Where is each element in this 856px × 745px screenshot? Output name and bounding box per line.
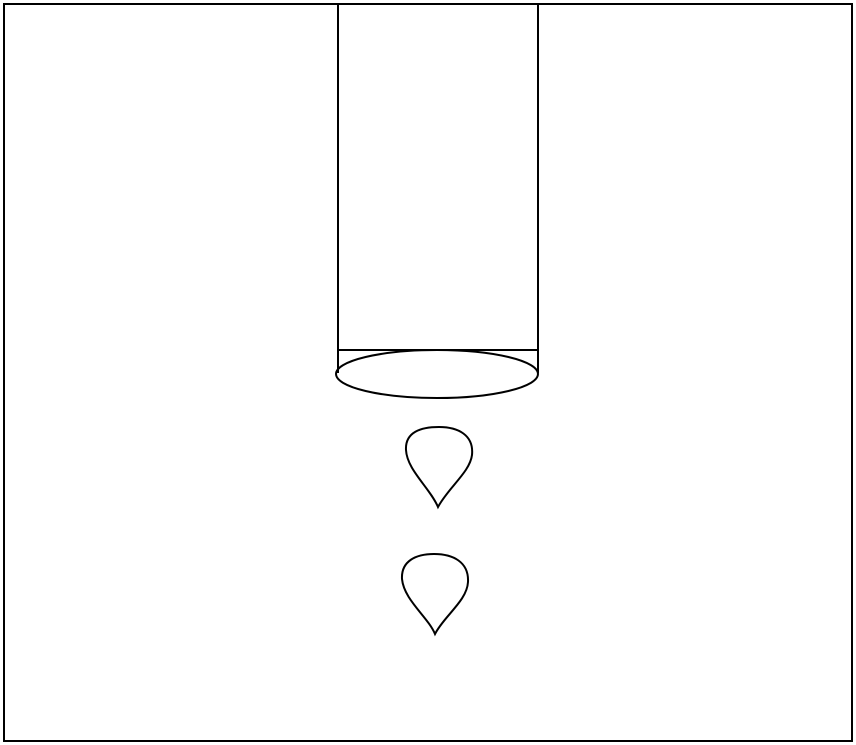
drop-upper	[406, 427, 472, 507]
drop-lower	[402, 554, 468, 634]
cylinder	[336, 4, 538, 398]
cylinder-bottom-ellipse	[336, 350, 538, 398]
frame-border	[4, 4, 852, 741]
